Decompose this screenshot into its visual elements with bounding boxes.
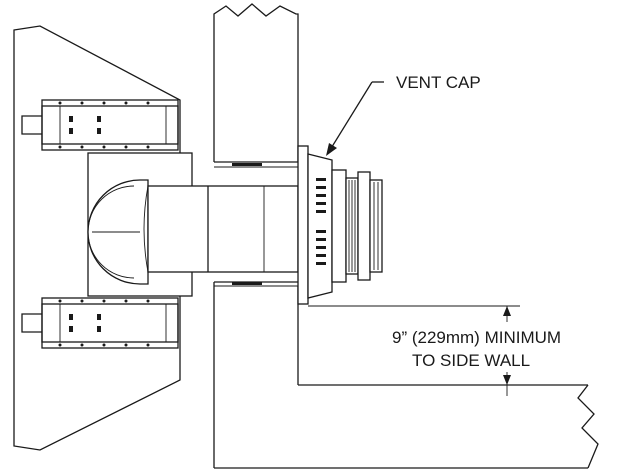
vent-cap-label: VENT CAP	[396, 73, 481, 92]
clearance-label-line1: 9” (229mm) MINIMUM	[392, 328, 561, 347]
clearance-label-line2: TO SIDE WALL	[412, 351, 530, 370]
vent-cap	[297, 145, 383, 305]
vent-cap-callout: VENT CAP	[326, 73, 481, 156]
clearance-dimension: 9” (229mm) MINIMUM TO SIDE WALL	[308, 305, 561, 396]
upper-mounting-bracket	[21, 99, 179, 151]
exterior-wall	[213, 3, 599, 469]
appliance-housing	[13, 25, 181, 451]
lower-mounting-bracket	[21, 297, 179, 349]
vent-pipe	[87, 179, 299, 285]
